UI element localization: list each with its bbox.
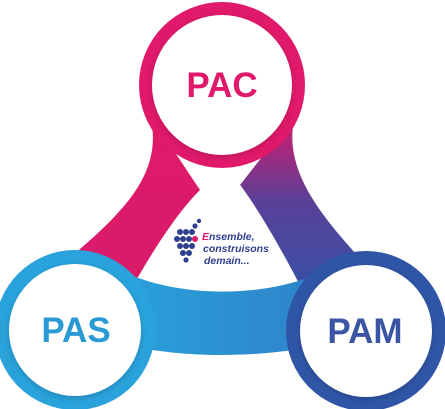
logo-line-1-text: nsemble, (209, 231, 255, 243)
pas-disk (9, 264, 141, 396)
node-label-pac: PAC (186, 66, 257, 105)
node-label-pam: PAM (327, 312, 402, 351)
logo-accent-letter: E (202, 231, 210, 243)
band-pas-pam (110, 265, 342, 355)
pac-disk (152, 15, 292, 155)
logo-line-1: Ensemble, (202, 231, 255, 243)
grape-cluster-icon (174, 218, 202, 263)
pam-disk (300, 265, 432, 397)
logo-line-3: demain... (204, 255, 250, 267)
logo-line-2: construisons (203, 243, 269, 255)
node-label-pas: PAS (41, 311, 110, 350)
